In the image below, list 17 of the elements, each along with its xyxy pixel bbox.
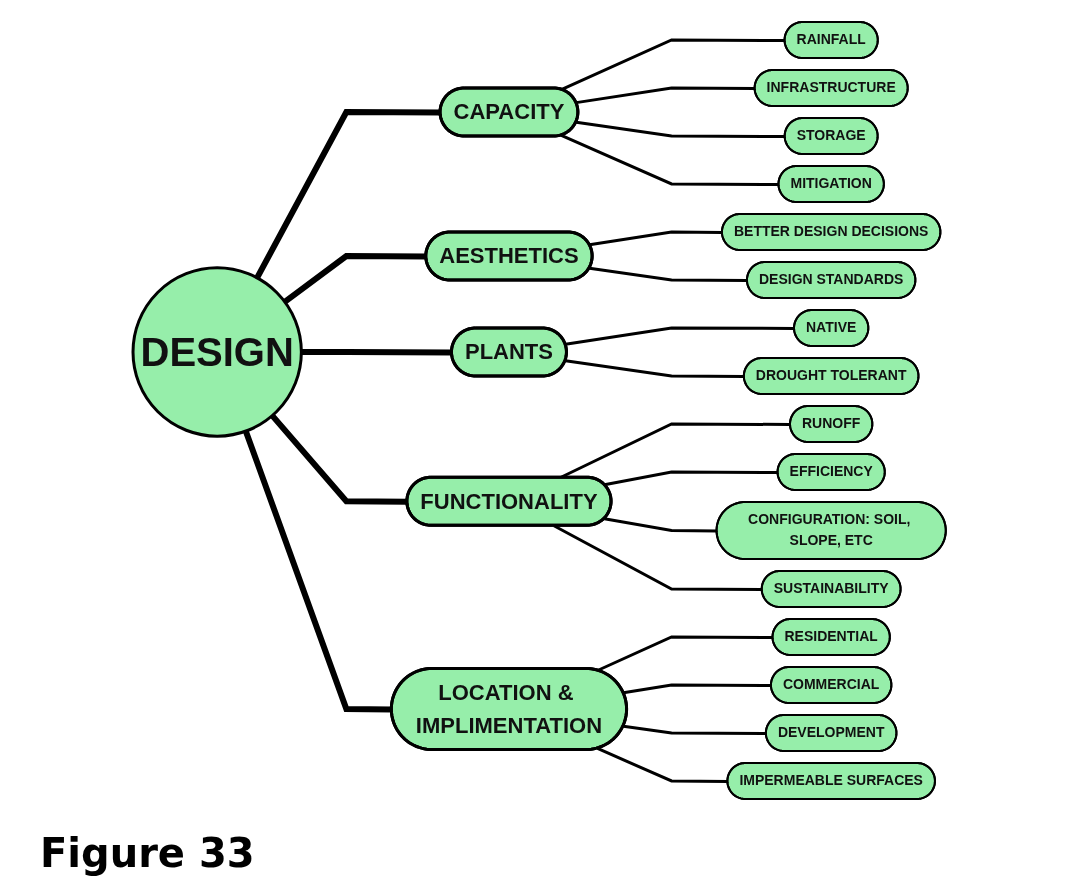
connector (575, 86, 755, 104)
connector (575, 120, 785, 138)
connector (254, 108, 441, 279)
connector (269, 413, 407, 505)
connector (300, 348, 452, 355)
connector (603, 470, 778, 486)
connector (603, 516, 717, 532)
figure-caption: Figure 33 (40, 830, 255, 876)
connector (596, 746, 728, 783)
connector (622, 724, 766, 735)
node-circle: DESIGN (131, 265, 303, 438)
connector (564, 358, 744, 378)
connector (560, 38, 785, 91)
connector (242, 429, 392, 712)
connector (596, 635, 773, 672)
connector (560, 133, 779, 186)
connector (282, 252, 426, 304)
